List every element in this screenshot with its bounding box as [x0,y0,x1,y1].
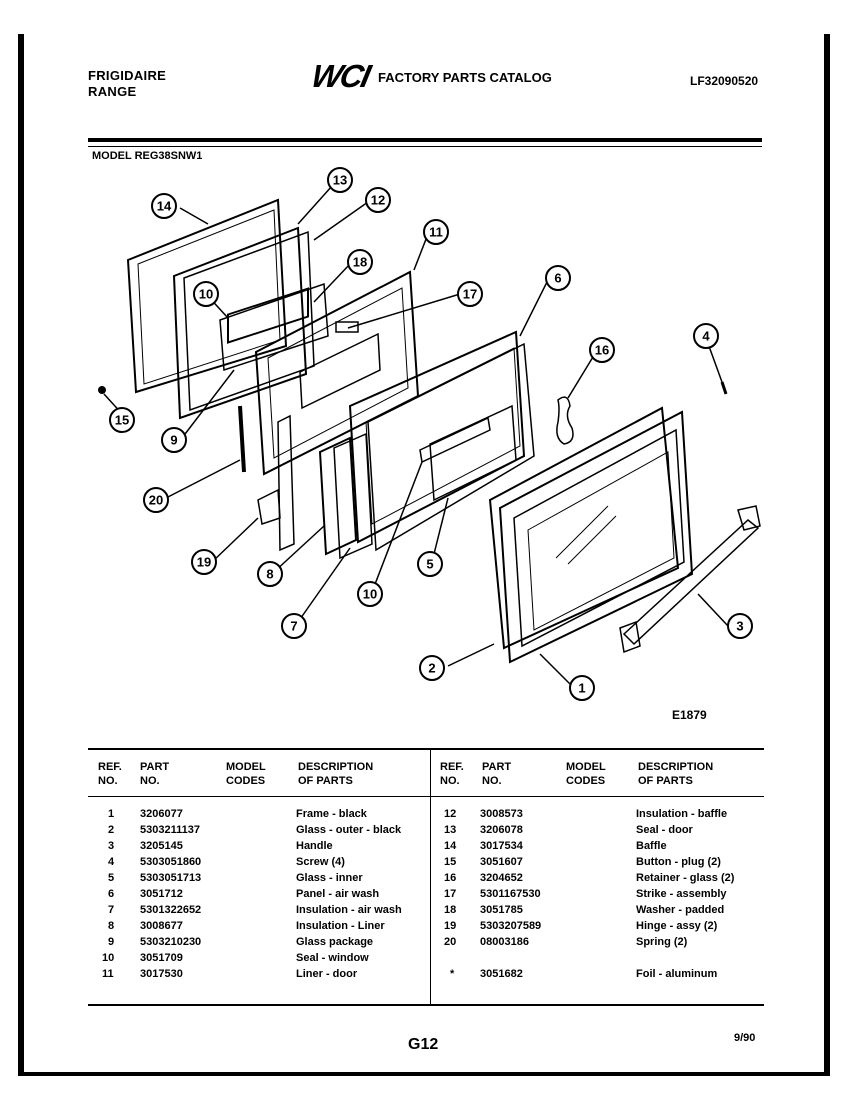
callout-18: 18 [353,255,367,270]
brand-name: FRIGIDAIRE [88,68,167,83]
header-ref-right: REF.NO. [440,761,464,787]
part-door-seal [172,226,308,420]
part-seal-window-lower [419,416,491,464]
part-baffle [126,198,288,394]
part-frame [498,410,694,664]
callout-3: 3 [736,619,743,634]
header-ref-left: REF.NO. [98,761,122,787]
model-number: MODEL REG38SNW1 [92,150,203,162]
page-border-bottom [18,1072,830,1076]
page-border-right [824,34,830,1074]
part-retainer-glass [556,396,574,445]
part-screw [720,381,728,395]
part-washer-block [227,287,309,344]
table-top-rule [88,748,764,750]
callout-9: 9 [170,433,177,448]
callout-12: 12 [371,193,385,208]
callout-11: 11 [429,225,443,240]
part-insulation-airwash [333,432,373,560]
header-rule-thin [88,146,762,147]
part-insulation-liner [318,436,358,556]
callout-6: 6 [554,271,561,286]
product-name: RANGE [88,84,137,99]
callout-10-upper: 10 [199,287,213,302]
callout-5: 5 [426,557,433,572]
catalog-title: FACTORY PARTS CATALOG [378,70,552,85]
callout-4: 4 [702,329,710,344]
exploded-parts-diagram: 14 13 12 11 18 17 6 10 4 16 15 9 20 19 8… [98,167,761,701]
part-seal-window-upper [219,282,329,372]
part-airwash-panel [348,330,526,544]
page-border [18,34,830,1074]
callout-19: 19 [197,555,211,570]
catalog-number: LF32090520 [690,74,759,88]
wci-logo: WCI [308,58,373,94]
part-spring [238,405,246,473]
callout-14: 14 [157,199,172,214]
table-bottom-rule [88,1004,764,1006]
callout-1: 1 [578,681,585,696]
page-number: G12 [408,1036,439,1053]
part-strike [335,321,359,333]
callout-16: 16 [595,343,609,358]
part-inner-glass [429,404,517,502]
header-rule [88,138,762,142]
callout-20: 20 [149,493,163,508]
callout-2: 2 [428,661,435,676]
part-button-plug [98,386,106,394]
part-hinge [277,414,295,552]
part-handle [622,519,760,646]
part-outer-glass [488,406,680,650]
callout-17: 17 [463,287,477,302]
callout-10-lower: 10 [363,587,377,602]
figure-label: E1879 [672,708,707,722]
table-header-rule [88,796,764,797]
callout-8: 8 [266,567,273,582]
callout-13: 13 [333,173,347,188]
table-column-divider [430,750,431,1004]
catalog-date: 9/90 [734,1032,756,1044]
callout-7: 7 [290,619,297,634]
callout-15: 15 [115,413,129,428]
